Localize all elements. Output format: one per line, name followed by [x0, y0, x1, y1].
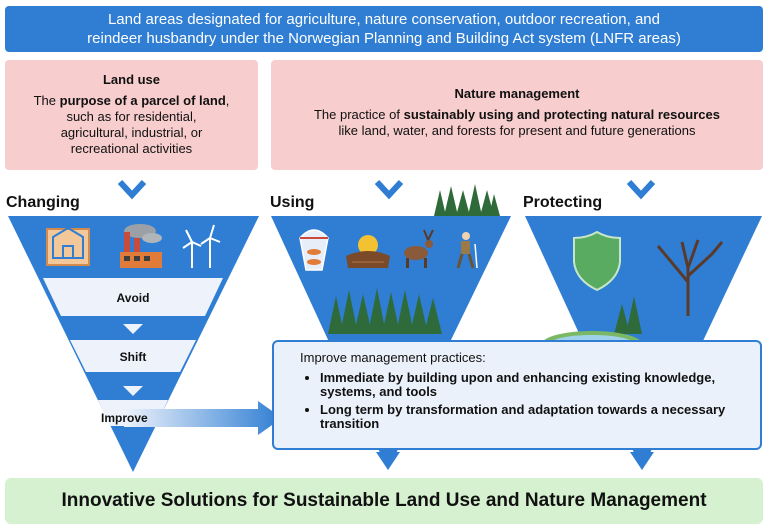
wind-turbine-icon	[182, 224, 221, 268]
nature-management-description: The practice of sustainably using and pr…	[271, 107, 763, 139]
step-improve: Improve	[101, 411, 148, 425]
shield-icon	[573, 230, 621, 292]
land-use-line-3: agricultural, industrial, or	[60, 125, 203, 140]
protecting-funnel-tip	[630, 452, 654, 470]
land-use-text: The	[33, 93, 60, 108]
improve-arrow	[124, 401, 282, 435]
section-title-using: Using	[270, 194, 315, 211]
nature-management-box: Nature management The practice of sustai…	[271, 60, 763, 170]
practice-long-term: Long term by transformation and adaptati…	[320, 403, 746, 431]
practice-immediate: Immediate by building upon and enhancing…	[320, 371, 746, 399]
chevron-down-icon	[626, 179, 656, 200]
avoid-to-shift-arrow	[123, 324, 143, 334]
management-practices-box: Improve management practices: Immediate …	[272, 340, 762, 450]
chevron-down-icon	[117, 179, 147, 200]
step-shift: Shift	[119, 350, 147, 364]
land-use-text-comma: ,	[225, 93, 230, 108]
land-use-title: Land use	[102, 72, 161, 87]
nature-management-emphasis: sustainably using and protecting natural…	[403, 107, 720, 122]
shift-to-improve-arrow	[123, 386, 143, 396]
fish-net-icon	[299, 229, 329, 271]
practices-list: Immediate by building upon and enhancing…	[300, 371, 746, 431]
shift-band	[70, 340, 196, 372]
hiker-icon	[456, 232, 478, 269]
forest-icon	[328, 288, 442, 334]
reindeer-icon	[404, 229, 434, 268]
banner-line-2: reindeer husbandry under the Norwegian P…	[87, 30, 681, 47]
land-use-line-2: such as for residential,	[66, 109, 197, 124]
nature-management-line-2: like land, water, and forests for presen…	[338, 123, 696, 138]
land-use-box: Land use The purpose of a parcel of land…	[5, 60, 258, 170]
forest-icon	[614, 296, 642, 334]
sun-field-icon	[346, 235, 390, 268]
using-funnel-tip	[376, 452, 400, 470]
bare-tree-icon	[656, 239, 724, 316]
nature-management-text: The practice of	[313, 107, 404, 122]
banner-line-1: Land areas designated for agriculture, n…	[107, 11, 660, 28]
section-title-changing: Changing	[6, 194, 80, 211]
chevron-down-icon	[374, 179, 404, 200]
section-title-protecting: Protecting	[523, 194, 603, 211]
land-use-emphasis: purpose of a parcel of land	[59, 93, 226, 108]
land-use-description: The purpose of a parcel of land, such as…	[5, 93, 258, 157]
forest-icon	[434, 184, 500, 216]
land-use-line-4: recreational activities	[70, 141, 193, 156]
nature-management-title: Nature management	[454, 86, 580, 101]
footer-title: Innovative Solutions for Sustainable Lan…	[5, 478, 763, 524]
factory-icon	[120, 224, 162, 268]
lnfr-banner: Land areas designated for agriculture, n…	[5, 6, 763, 52]
map-house-icon	[46, 226, 90, 266]
step-avoid: Avoid	[116, 291, 150, 305]
avoid-band	[43, 278, 223, 316]
practices-intro: Improve management practices:	[300, 350, 486, 365]
